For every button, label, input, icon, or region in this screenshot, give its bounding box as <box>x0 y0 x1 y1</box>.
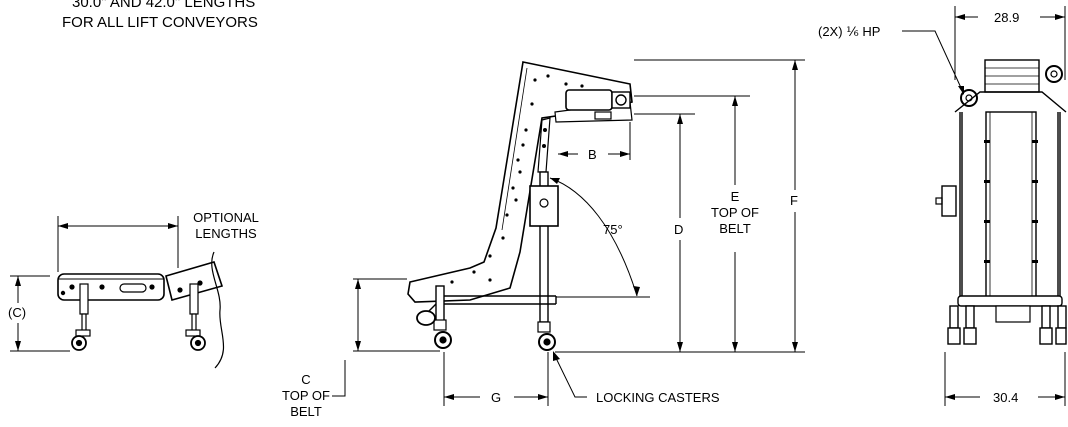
dim-c-top-of-label: TOP OF <box>282 388 330 403</box>
dim-e-label: E <box>730 189 740 204</box>
dim-e-belt-label: BELT <box>719 221 751 236</box>
optional-lengths-label-line2: LENGTHS <box>195 226 257 241</box>
lengths-note-line2: FOR ALL LIFT CONVEYORS <box>62 14 258 31</box>
angle-label: 75° <box>603 222 623 237</box>
lengths-note-line1: 30.0" AND 42.0" LENGTHS <box>72 0 256 11</box>
dim-f-label: F <box>790 193 798 208</box>
dim-g-label: G <box>491 390 502 405</box>
locking-casters-label: LOCKING CASTERS <box>596 390 720 405</box>
width-bottom-label: 30.4 <box>993 390 1019 405</box>
dim-c-label: C <box>301 372 311 387</box>
conveyor-end-view <box>902 6 1067 406</box>
extension-section <box>10 216 225 369</box>
optional-lengths-label-line1: OPTIONAL <box>193 210 259 225</box>
lift-conveyor-side-view <box>332 59 805 406</box>
width-top-label: 28.9 <box>994 10 1020 25</box>
dim-c-side-label: (C) <box>8 305 27 320</box>
dim-c-belt-label: BELT <box>290 404 322 419</box>
dim-d-label: D <box>674 222 684 237</box>
dim-e-top-of-label: TOP OF <box>711 205 759 220</box>
dim-b-label: B <box>588 147 597 162</box>
motor-label: (2X) ⅙ HP <box>818 24 881 39</box>
